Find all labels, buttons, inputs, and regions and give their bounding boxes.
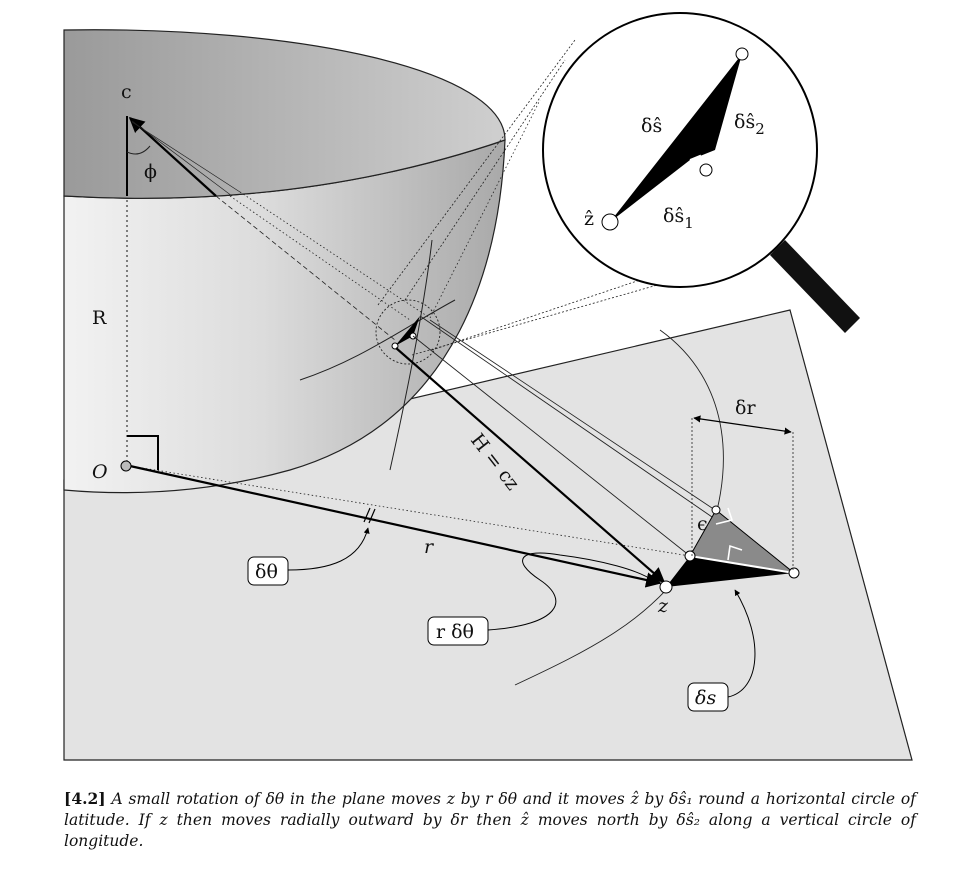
small-triangle-on-sphere: [395, 316, 420, 346]
magnifier-dotted-left: [377, 39, 576, 306]
z-point: [659, 580, 673, 594]
caption-text: A small rotation of δθ in the plane move…: [64, 790, 916, 850]
dotted-ray-2: [229, 195, 411, 321]
label-delta-s: δs: [695, 687, 716, 709]
hemisphere-projection-diagram: c ϕ R O H = cz r z δr ϵ δθ r δθ δs δŝ δŝ…: [63, 12, 913, 761]
ds-box: [687, 682, 729, 712]
label-r-delta-theta: r δθ: [436, 621, 474, 643]
ray-thin-1: [131, 121, 241, 193]
plane-triangle-black: [666, 556, 794, 587]
rdtheta-box: [427, 616, 489, 646]
magnifier-handle: [770, 240, 860, 333]
zoom-region-circle: [375, 299, 441, 365]
H-arrow: [395, 347, 666, 584]
dotted-ray-mag-a: [404, 59, 566, 301]
magnified-top-point: [735, 47, 749, 61]
dtheta-leader: [287, 527, 370, 571]
angle-tick-2: [368, 508, 376, 524]
dashed-ray-1: [215, 195, 396, 341]
right-angle-marker-triangle: [727, 544, 743, 561]
longitude-circle: [389, 239, 433, 471]
latitude-circle: [299, 299, 456, 381]
caption-number: [4.2]: [64, 789, 106, 808]
rdtheta-leader: [487, 552, 656, 631]
magnified-triangle-black: [610, 54, 742, 222]
triangle-edge-white: [689, 555, 795, 574]
label-mag-delta-s1: δŝ1: [663, 205, 694, 232]
right-angle-marker-O: [127, 435, 159, 470]
label-delta-r: δr: [735, 397, 756, 419]
magnified-mid-point: [699, 163, 713, 177]
plane-point-3: [788, 567, 800, 579]
figure-caption: [4.2] A small rotation of δθ in the plan…: [64, 788, 916, 852]
right-angle-marker-epsilon: [715, 507, 734, 525]
plane-point-2: [684, 550, 696, 562]
projection-line-c: [429, 319, 713, 509]
hemisphere-inner: [63, 29, 506, 199]
angle-tick-1: [363, 507, 371, 523]
label-c: c: [121, 81, 132, 103]
dtheta-box: [247, 556, 289, 586]
label-r: r: [424, 536, 435, 558]
magnified-zhat-point: [601, 213, 619, 231]
dotted-ray-sphere: [429, 99, 541, 319]
ray-thin-2: [131, 120, 233, 197]
label-O: O: [92, 461, 108, 483]
delta-r-arrow: [693, 415, 792, 435]
plane-point-4: [711, 505, 721, 515]
label-z: z: [657, 595, 669, 617]
dotted-ray-to-plane: [129, 465, 691, 557]
dotted-ray-mag-b: [431, 279, 641, 351]
ray-to-zhat: [128, 116, 217, 197]
label-mag-delta-s2: δŝ2: [734, 111, 765, 138]
phi-angle-arc: [126, 145, 151, 155]
magnified-right-angle: [687, 154, 705, 177]
label-mag-z-hat: ẑ: [584, 208, 594, 230]
origin-point: [120, 460, 132, 472]
label-mag-delta-s-hat: δŝ: [641, 115, 662, 137]
projection-line-b: [412, 335, 691, 557]
label-delta-theta: δθ: [255, 561, 278, 583]
label-R: R: [92, 307, 107, 329]
label-phi: ϕ: [144, 161, 157, 183]
label-epsilon: ϵ: [697, 513, 708, 535]
r-arrow: [129, 464, 662, 588]
ds-leader: [727, 589, 756, 698]
